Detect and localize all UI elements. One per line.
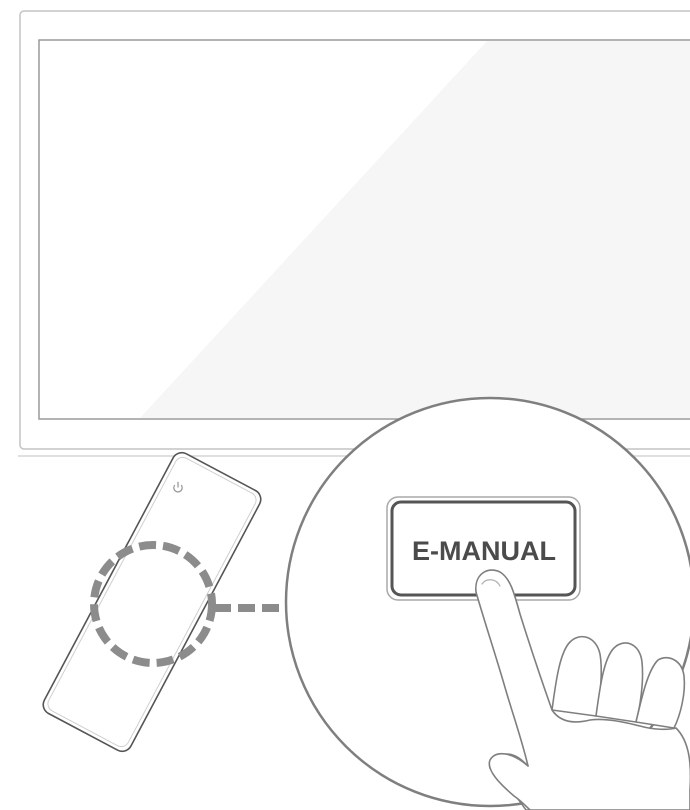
tv-screen-icon	[18, 11, 690, 456]
e-manual-button-label: E-MANUAL	[412, 536, 556, 566]
remote-body	[40, 449, 265, 755]
remote-control-icon	[40, 449, 265, 755]
magnified-view: E-MANUAL	[286, 398, 690, 810]
